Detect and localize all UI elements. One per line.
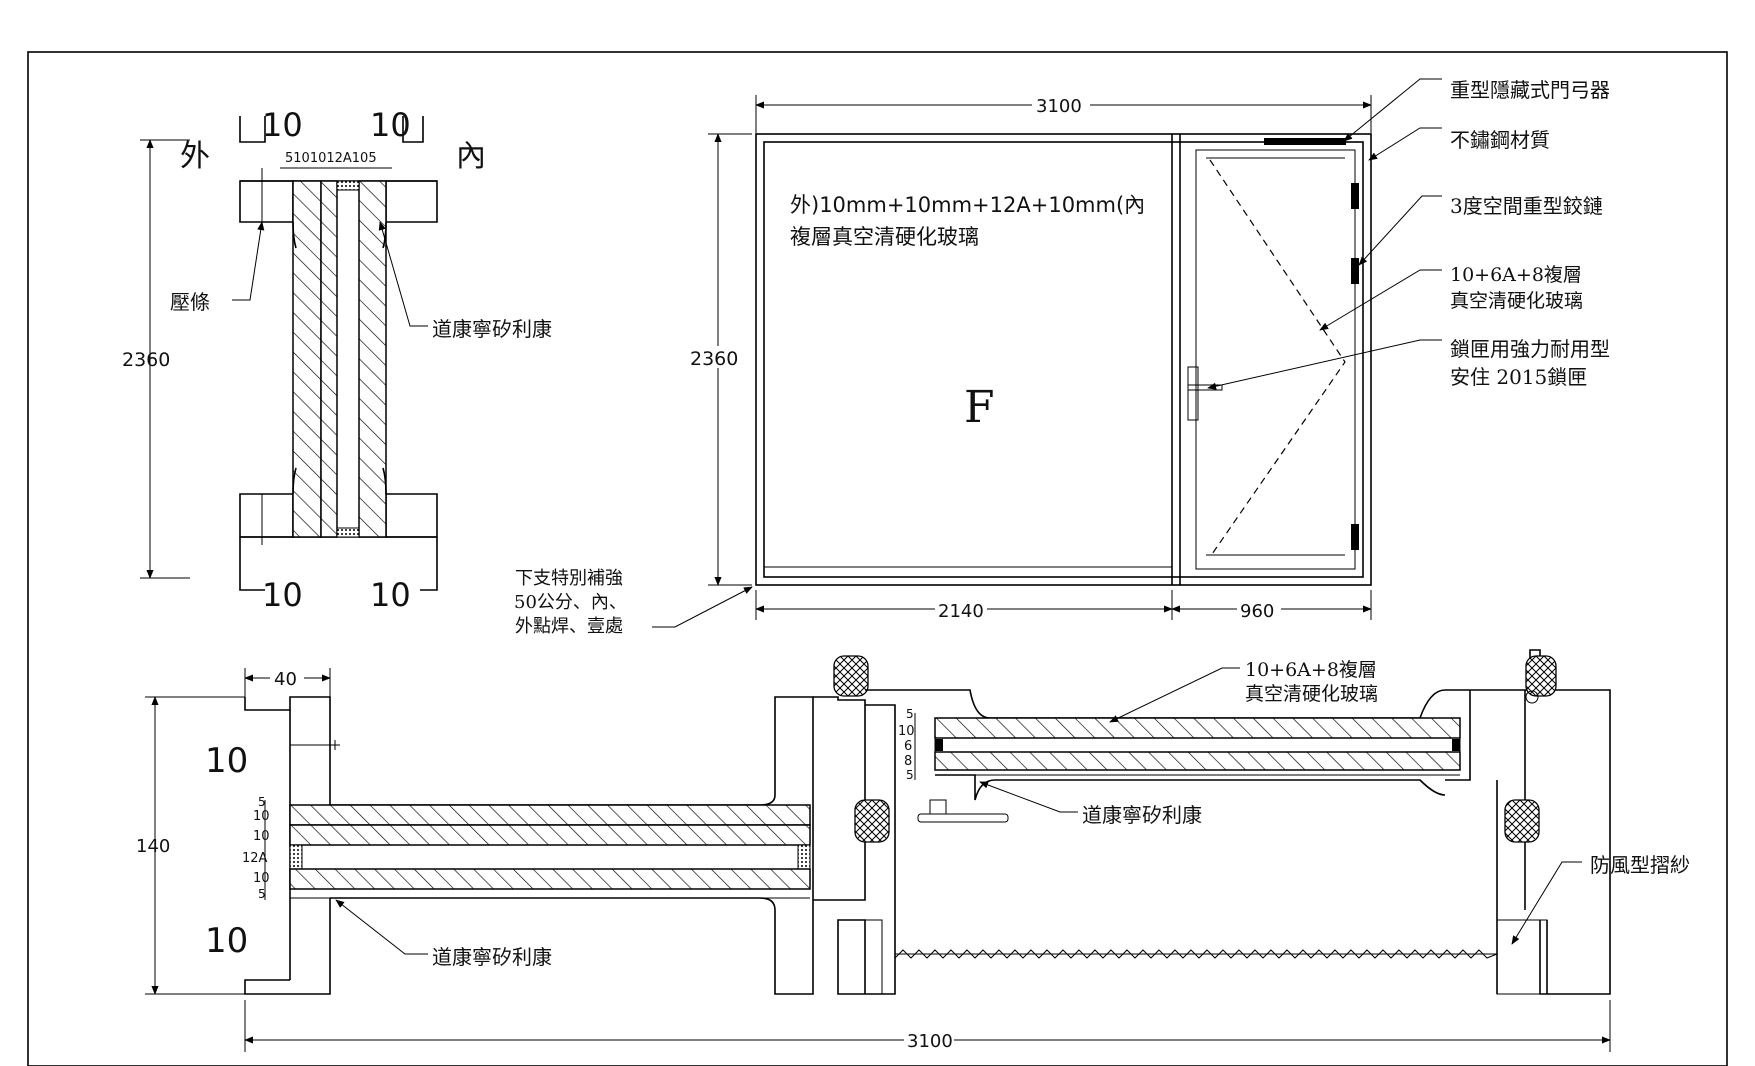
plan-depth-dim: 140	[136, 836, 170, 857]
glass-spec-line2: 複層真空清硬化玻璃	[790, 225, 979, 249]
callout-door-closer: 重型隱藏式門弓器	[1450, 78, 1610, 102]
weather-seal-icon	[1504, 799, 1540, 843]
callout-glass-line2: 真空清硬化玻璃	[1450, 290, 1583, 312]
door-glass-label-line2: 真空清硬化玻璃	[1245, 683, 1378, 705]
plan-layer-dim-4: 12A	[242, 851, 268, 866]
elevation: 3100 2360 F 外)10mm+10mm+12A+10mm(內 複	[514, 95, 1372, 637]
plan-layer-dim-5: 10	[253, 871, 270, 886]
callout-glass-line1: 10+6A+8複層	[1450, 264, 1582, 286]
top-dim-right: 10	[370, 106, 411, 144]
bead-label: 壓條	[170, 290, 210, 314]
elevation-width-dim: 3100	[1036, 96, 1082, 117]
sheet-border	[27, 51, 1728, 1066]
bottom-note-line1: 下支特別補強	[515, 568, 623, 589]
plan-dim-left-top: 10	[205, 741, 248, 781]
door-layer-dim-4: 8	[904, 754, 912, 769]
callouts: 重型隱藏式門弓器 不鏽鋼材質 3度空間重型鉸鏈 10+6A+8複層 真空清硬化玻…	[1207, 78, 1610, 390]
top-dim-left: 10	[262, 106, 303, 144]
door-layer-dim-3: 6	[904, 739, 912, 754]
handle-plan-icon	[929, 799, 947, 815]
sealant-label-plan-left: 道康寧矽利康	[432, 945, 552, 969]
weather-seal-icon	[854, 799, 890, 843]
glass-spec-line1: 外)10mm+10mm+12A+10mm(內	[790, 193, 1145, 217]
door-closer-icon	[1264, 138, 1346, 145]
door-layer-dim-5: 5	[906, 768, 914, 782]
layer-dims: 5101012A105	[285, 151, 377, 166]
door-width-dim: 960	[1240, 601, 1274, 622]
outside-label: 外	[180, 139, 210, 174]
section-height-dim: 2360	[122, 349, 170, 371]
hinge-icon	[1351, 183, 1359, 209]
elevation-height-dim: 2360	[690, 348, 738, 370]
plan-layer-dim-3: 10	[253, 829, 270, 844]
weather-seal-icon	[833, 655, 869, 697]
callout-lock-line2: 安住 2015鎖匣	[1450, 365, 1587, 389]
hinge-icon	[1351, 258, 1359, 284]
weather-seal-icon	[1525, 655, 1557, 697]
callout-stainless: 不鏽鋼材質	[1450, 128, 1550, 152]
sealant-label-plan-right: 道康寧矽利康	[1082, 803, 1202, 827]
sealant-label-vertical: 道康寧矽利康	[432, 317, 552, 341]
inside-label: 內	[456, 139, 486, 174]
callout-lock-line1: 鎖匣用強力耐用型	[1450, 337, 1610, 361]
plan-section: 40 140 10 10 5 10 10 12A 10 5 道康寧矽利康	[136, 649, 1690, 1052]
plan-layer-dim-6: 5	[258, 887, 266, 901]
door-layer-dim-2: 10	[898, 724, 915, 739]
fixed-width-dim: 2140	[938, 601, 984, 622]
frame-width-dim: 40	[274, 669, 297, 690]
plan-layer-dim-2: 10	[253, 809, 270, 824]
bottom-dim-left: 10	[262, 576, 303, 614]
vertical-section: 2360 外 內 10 10 10 10 5101012A105	[122, 106, 552, 614]
bottom-note-line2: 50公分、內、	[514, 592, 627, 613]
screen-label: 防風型摺紗	[1590, 853, 1690, 877]
fixed-glass-mark: F	[964, 382, 995, 433]
bottom-dim-right: 10	[370, 576, 411, 614]
plan-layer-dim-1: 5	[258, 795, 266, 809]
door-layer-dim-1: 5	[906, 707, 914, 721]
hinge-icon	[1351, 524, 1359, 550]
plan-dim-left-bottom: 10	[205, 921, 248, 961]
door-glass-label-line1: 10+6A+8複層	[1245, 659, 1377, 681]
plan-total-width-dim: 3100	[907, 1031, 953, 1052]
door-handle-icon	[1187, 366, 1199, 421]
bottom-note-line3: 外點焊、壹處	[515, 616, 623, 637]
callout-hinge: 3度空間重型鉸鏈	[1450, 194, 1603, 218]
